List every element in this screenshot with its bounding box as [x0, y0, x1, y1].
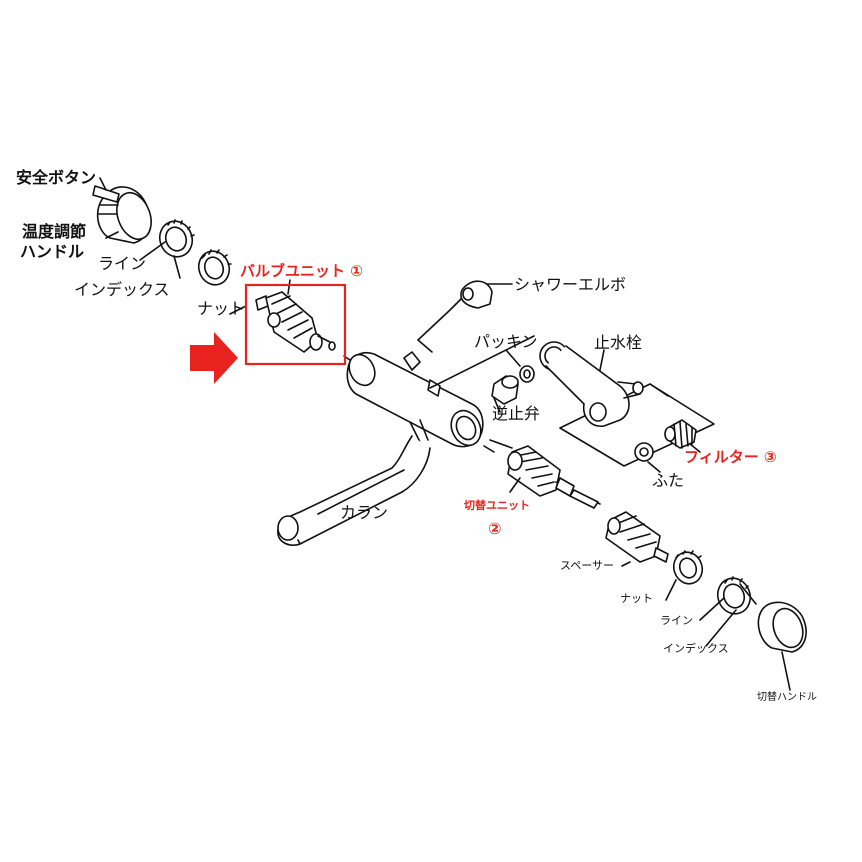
- label-shower-elbow: シャワーエルボ: [514, 275, 627, 294]
- label-temp-handle-2: ハンドル: [20, 242, 85, 261]
- line-index-ring-left: [158, 219, 195, 258]
- label-valve-unit: バルブユニット ①: [240, 262, 363, 280]
- switching-unit-part: [507, 445, 601, 509]
- spacer-part: [605, 511, 669, 563]
- filter-part: [664, 419, 697, 449]
- label-switch-handle: 切替ハンドル: [757, 692, 817, 703]
- label-lid: ふた: [652, 471, 685, 490]
- nut-left-part: [197, 249, 232, 286]
- stop-valve-part: [539, 341, 644, 427]
- label-nut-left: ナット: [197, 299, 246, 318]
- label-temp-handle-1: 温度調節: [22, 222, 87, 241]
- label-packing: パッキン: [474, 332, 538, 351]
- nut-right-part: [672, 550, 704, 585]
- label-karan: カラン: [340, 503, 389, 522]
- label-line-right: ライン: [660, 614, 693, 627]
- packing-part: [519, 365, 535, 383]
- label-check-valve: 逆止弁: [492, 404, 541, 423]
- label-index-right: インデックス: [663, 642, 729, 655]
- label-line-left: ライン: [98, 254, 147, 273]
- shower-elbow-part: [460, 280, 493, 309]
- faucet-body-part: [346, 351, 484, 448]
- switch-handle-part: [757, 601, 807, 653]
- safety-button-part: [92, 185, 120, 203]
- spout-karan-part: [277, 435, 431, 546]
- check-valve-part: [491, 375, 519, 405]
- right-arrow-icon: [190, 332, 238, 384]
- label-switching-unit: 切替ユニット: [464, 499, 530, 512]
- valve-unit-part: [255, 291, 336, 353]
- label-switching-unit-number: ②: [488, 519, 502, 538]
- valve-highlight-box: [244, 283, 347, 366]
- label-filter: フィルター ③: [684, 448, 777, 466]
- label-index-left: インデックス: [74, 280, 170, 299]
- label-safety-button: 安全ボタン: [16, 168, 97, 187]
- label-stop-valve: 止水栓: [594, 333, 643, 352]
- label-nut-right: ナット: [620, 592, 653, 605]
- label-spacer: スペーサー: [560, 559, 615, 572]
- lid-futa-part: [634, 442, 654, 462]
